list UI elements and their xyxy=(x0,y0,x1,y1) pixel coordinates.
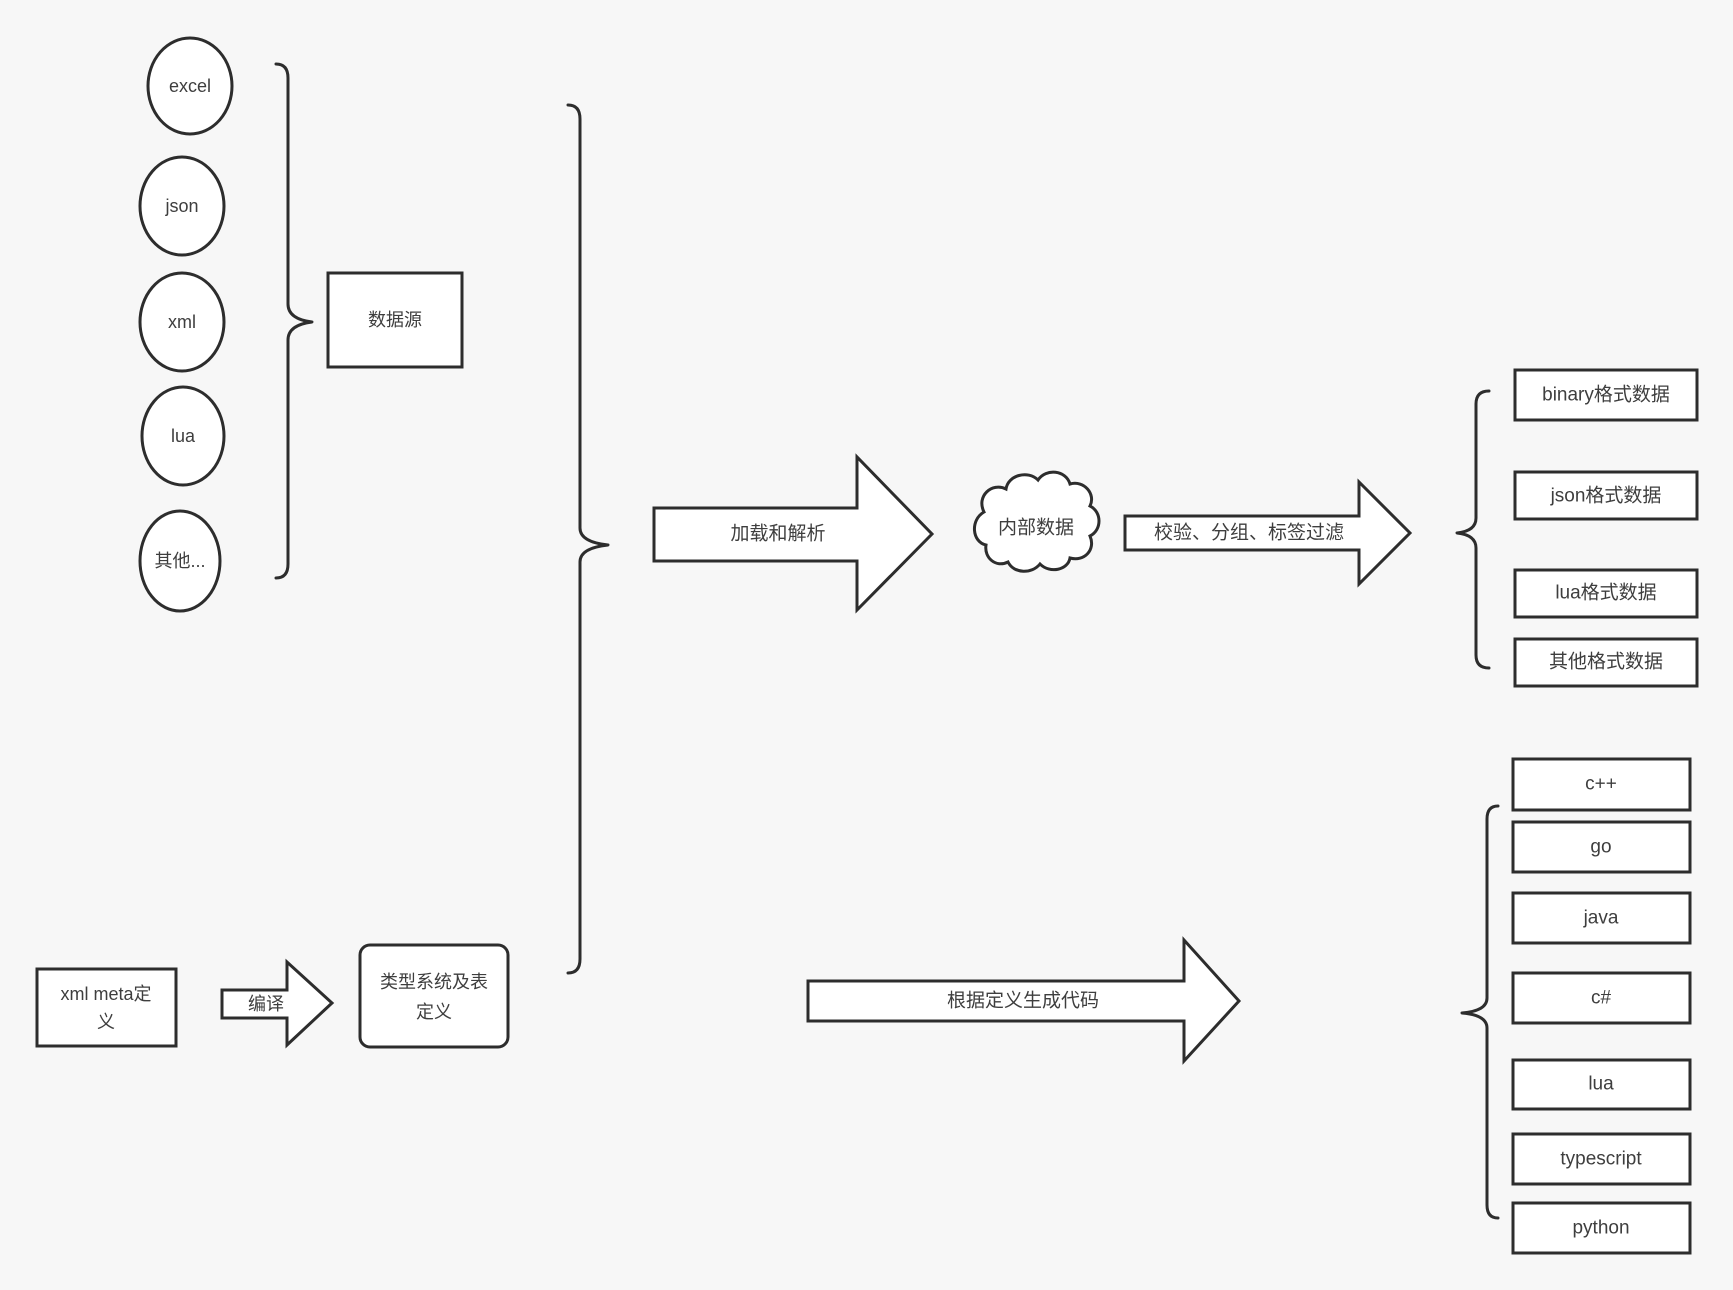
internal-data-cloud-label: 内部数据 xyxy=(998,517,1074,539)
arrow-validate-filter: 校验、分组、标签过滤 xyxy=(1123,478,1413,588)
source-label-xml: xml xyxy=(168,312,196,332)
ellipse-xml-shape xyxy=(138,271,226,373)
ellipse-excel-shape xyxy=(146,36,234,136)
format-box-json-shape xyxy=(1513,470,1699,521)
language-box-csharp-shape xyxy=(1511,971,1692,1025)
source-label-lua: lua xyxy=(171,426,196,446)
language-box-python-shape xyxy=(1511,1201,1692,1255)
language-box-cpp-label: c++ xyxy=(1585,774,1617,795)
arrow-generate-code-shape xyxy=(806,936,1242,1065)
format-box-other: 其他格式数据 xyxy=(1513,637,1699,688)
language-box-typescript-label: typescript xyxy=(1560,1149,1642,1170)
xml-meta-box-label-line2: 义 xyxy=(97,1012,115,1032)
ellipse-json-shape xyxy=(138,155,226,257)
language-box-go-shape xyxy=(1511,820,1692,874)
language-box-java-shape xyxy=(1511,891,1692,945)
source-ellipse-xml: xml xyxy=(138,271,226,373)
source-label-other: 其他... xyxy=(154,551,205,571)
arrow-compile: 编译 xyxy=(220,958,335,1049)
source-ellipse-json: json xyxy=(138,155,226,257)
brace-sources xyxy=(274,62,314,580)
type-system-box-label-line2: 定义 xyxy=(416,1002,452,1022)
xml-meta-box: xml meta定 义 xyxy=(35,967,178,1048)
type-system-box-label-line1: 类型系统及表 xyxy=(380,972,488,992)
format-box-lua-label: lua格式数据 xyxy=(1555,582,1656,604)
format-box-json: json格式数据 xyxy=(1513,470,1699,521)
source-ellipse-excel: excel xyxy=(146,36,234,136)
format-box-other-shape xyxy=(1513,637,1699,688)
source-ellipse-lua: lua xyxy=(140,385,226,487)
ellipse-other-shape xyxy=(138,509,222,613)
language-box-go: go xyxy=(1511,820,1692,874)
arrow-load-parse-shape xyxy=(652,453,935,614)
arrow-generate-code: 根据定义生成代码 xyxy=(806,936,1242,1065)
language-box-typescript: typescript xyxy=(1511,1132,1692,1186)
arrow-validate-filter-label: 校验、分组、标签过滤 xyxy=(1154,522,1344,544)
language-box-cpp: c++ xyxy=(1511,757,1692,812)
data-source-box-label: 数据源 xyxy=(368,310,422,330)
language-box-python-label: python xyxy=(1572,1218,1629,1239)
xml-meta-box-label-line1: xml meta定 xyxy=(60,984,151,1004)
type-system-box-shape xyxy=(358,943,510,1049)
arrow-load-parse-label: 加载和解析 xyxy=(730,523,825,545)
format-box-binary-label: binary格式数据 xyxy=(1542,384,1670,406)
language-box-lua-shape xyxy=(1511,1058,1692,1111)
brace-output-formats xyxy=(1455,389,1491,670)
type-system-box: 类型系统及表 定义 xyxy=(358,943,510,1049)
language-box-lua: lua xyxy=(1511,1058,1692,1111)
format-box-json-label: json格式数据 xyxy=(1550,485,1662,507)
arrow-validate-filter-shape xyxy=(1123,478,1413,588)
format-box-lua: lua格式数据 xyxy=(1513,568,1699,619)
arrow-generate-code-label: 根据定义生成代码 xyxy=(947,990,1099,1012)
language-box-csharp-label: c# xyxy=(1591,988,1612,1009)
source-label-excel: excel xyxy=(169,76,211,96)
arrow-compile-shape xyxy=(220,958,335,1049)
internal-data-cloud: 内部数据 xyxy=(973,470,1101,573)
xml-meta-box-shape xyxy=(35,967,178,1048)
data-source-box: 数据源 xyxy=(326,271,464,369)
format-box-binary-shape xyxy=(1513,368,1699,422)
brace-languages xyxy=(1460,804,1500,1220)
language-box-java: java xyxy=(1511,891,1692,945)
language-box-java-label: java xyxy=(1583,908,1619,929)
language-box-go-label: go xyxy=(1590,837,1611,858)
source-ellipse-other: 其他... xyxy=(138,509,222,613)
arrow-load-parse: 加载和解析 xyxy=(652,453,935,614)
format-box-other-label: 其他格式数据 xyxy=(1549,651,1663,673)
language-box-lua-label: lua xyxy=(1588,1074,1614,1095)
format-box-lua-shape xyxy=(1513,568,1699,619)
source-label-json: json xyxy=(164,196,198,216)
language-box-typescript-shape xyxy=(1511,1132,1692,1186)
format-box-binary: binary格式数据 xyxy=(1513,368,1699,422)
brace-main-group xyxy=(566,103,610,975)
language-box-cpp-shape xyxy=(1511,757,1692,812)
language-box-python: python xyxy=(1511,1201,1692,1255)
ellipse-lua-shape xyxy=(140,385,226,487)
internal-data-cloud-shape xyxy=(973,470,1101,573)
data-source-box-shape xyxy=(326,271,464,369)
language-box-csharp: c# xyxy=(1511,971,1692,1025)
arrow-compile-label: 编译 xyxy=(248,994,284,1014)
